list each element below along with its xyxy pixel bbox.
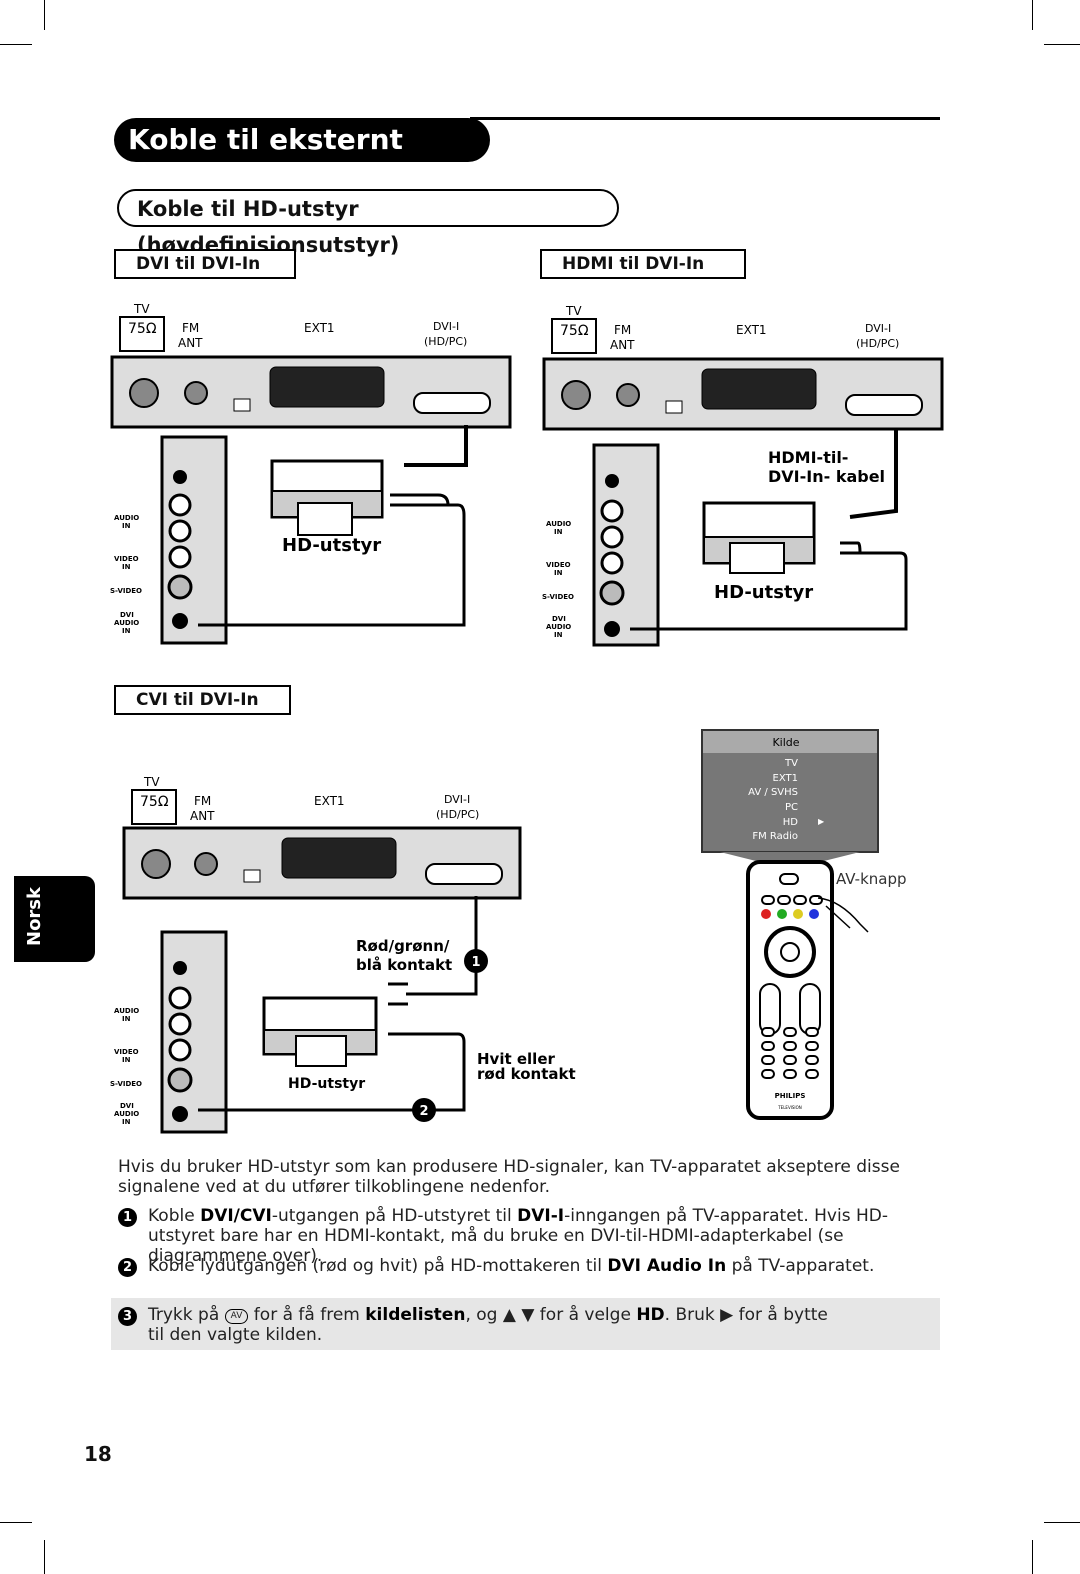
svg-text:DVI-I: DVI-I: [444, 793, 470, 806]
svg-text:DVI-I: DVI-I: [433, 320, 459, 333]
svg-text:AUDIO: AUDIO: [546, 623, 571, 631]
step-1: 1 Koble DVI/CVI-utgangen på HD-utstyret …: [118, 1206, 948, 1266]
svg-text:TELEVISION: TELEVISION: [777, 1105, 802, 1110]
step-2: 2 Koble lydutgangen (rød og hvit) på HD-…: [118, 1256, 948, 1277]
svg-text:VIDEO: VIDEO: [546, 561, 571, 569]
svg-text:IN: IN: [554, 631, 563, 639]
svg-text:AUDIO: AUDIO: [114, 1007, 139, 1015]
svg-text:AUDIO: AUDIO: [114, 619, 139, 627]
svg-text:Hvit eller: Hvit eller: [477, 1050, 555, 1068]
svg-text:DVI-In- kabel: DVI-In- kabel: [768, 467, 885, 486]
crop-mark: [44, 1540, 45, 1574]
svg-text:IN: IN: [122, 1056, 131, 1064]
menu-item: AV / SVHS: [748, 787, 798, 798]
svg-text:VIDEO: VIDEO: [114, 555, 139, 563]
menu-title: Kilde: [772, 736, 799, 749]
svg-text:IN: IN: [122, 627, 131, 635]
dvi-diagram: TV 75Ω FM ANT EXT1 DVI-I (HD/PC) AUDIO I…: [110, 302, 512, 645]
hd-device-label: HD-utstyr: [282, 535, 381, 556]
svg-text:1: 1: [471, 955, 480, 970]
tv-label: TV: [133, 302, 150, 316]
step-3-box: [111, 1298, 940, 1350]
brand-logo: PHILIPS: [775, 1092, 806, 1100]
svg-text:IN: IN: [122, 522, 131, 530]
svg-text:IN: IN: [122, 563, 131, 571]
svg-text:FM: FM: [614, 323, 631, 337]
svg-text:IN: IN: [554, 569, 563, 577]
label-cvi: CVI til DVI-In: [114, 685, 291, 715]
svg-text:75Ω: 75Ω: [140, 794, 169, 810]
svg-text:(HD/PC): (HD/PC): [856, 337, 899, 350]
svg-text:FM: FM: [194, 794, 211, 808]
cvi-diagram: TV 75Ω FM ANT EXT1 DVI-I (HD/PC) AUDIO I…: [110, 775, 576, 1134]
svg-text:AUDIO: AUDIO: [546, 520, 571, 528]
crop-mark: [1044, 1522, 1080, 1523]
svg-text:AUDIO: AUDIO: [114, 1110, 139, 1118]
label-dvi: DVI til DVI-In: [114, 249, 296, 279]
crop-mark: [1032, 0, 1033, 30]
svg-text:HD-utstyr: HD-utstyr: [288, 1076, 365, 1092]
crop-mark: [44, 0, 45, 30]
svg-text:IN: IN: [122, 1015, 131, 1023]
svg-text:Rød/grønn/: Rød/grønn/: [356, 937, 450, 955]
av-button-icon: AV: [224, 1309, 249, 1324]
svg-text:TV: TV: [143, 775, 160, 789]
svg-text:2: 2: [419, 1104, 428, 1119]
svg-text:blå kontakt: blå kontakt: [356, 956, 452, 974]
svg-text:EXT1: EXT1: [736, 323, 767, 337]
svg-text:HDMI-til-: HDMI-til-: [768, 448, 848, 467]
crop-mark: [1032, 1540, 1033, 1574]
section-title: Koble til HD-utstyr (høydefinisjonsutsty…: [117, 189, 619, 257]
svg-text:▶: ▶: [818, 817, 825, 826]
av-button-label: AV-knapp: [836, 870, 907, 888]
svg-text:DVI: DVI: [552, 615, 566, 623]
svg-text:EXT1: EXT1: [304, 321, 335, 335]
crop-mark: [0, 44, 32, 45]
menu-item: HD: [783, 817, 799, 828]
svg-text:IN: IN: [122, 1118, 131, 1126]
menu-item: FM Radio: [752, 831, 798, 842]
step-3: 3 Trykk på AV for å få frem kildelisten,…: [118, 1305, 828, 1345]
svg-text:75Ω: 75Ω: [560, 323, 589, 339]
svg-text:S-VIDEO: S-VIDEO: [110, 587, 142, 595]
svg-text:TV: TV: [565, 304, 582, 318]
language-tab: Norsk: [14, 876, 95, 962]
menu-item: EXT1: [773, 773, 798, 784]
svg-text:(HD/PC): (HD/PC): [424, 335, 467, 348]
svg-text:IN: IN: [554, 528, 563, 536]
title-rule: [470, 117, 940, 120]
svg-text:S-VIDEO: S-VIDEO: [542, 593, 574, 601]
crop-mark: [0, 1522, 32, 1523]
ohm-label: 75Ω: [128, 321, 157, 337]
svg-text:HD-utstyr: HD-utstyr: [714, 582, 813, 603]
menu-item: PC: [785, 802, 798, 813]
svg-text:AUDIO: AUDIO: [114, 514, 139, 522]
svg-text:ANT: ANT: [190, 809, 215, 823]
page-title: Koble til eksternt utstyr: [114, 118, 490, 200]
hdmi-diagram: TV 75Ω FM ANT EXT1 DVI-I (HD/PC) AUDIO I…: [542, 304, 944, 647]
svg-text:(HD/PC): (HD/PC): [436, 808, 479, 821]
svg-text:DVI: DVI: [120, 1102, 134, 1110]
page-number: 18: [84, 1442, 112, 1466]
source-menu: Kilde TV EXT1 AV / SVHS PC HD ▶ FM Radio…: [701, 729, 907, 1120]
svg-text:DVI: DVI: [120, 611, 134, 619]
svg-text:ANT: ANT: [178, 336, 203, 350]
menu-item: TV: [784, 758, 798, 769]
intro-text: Hvis du bruker HD-utstyr som kan produse…: [118, 1157, 900, 1197]
crop-mark: [1044, 44, 1080, 45]
svg-text:EXT1: EXT1: [314, 794, 345, 808]
svg-text:VIDEO: VIDEO: [114, 1048, 139, 1056]
label-hdmi: HDMI til DVI-In: [540, 249, 746, 279]
svg-text:rød kontakt: rød kontakt: [477, 1065, 576, 1083]
svg-text:DVI-I: DVI-I: [865, 322, 891, 335]
svg-text:S-VIDEO: S-VIDEO: [110, 1080, 142, 1088]
svg-text:FM: FM: [182, 321, 199, 335]
svg-text:ANT: ANT: [610, 338, 635, 352]
